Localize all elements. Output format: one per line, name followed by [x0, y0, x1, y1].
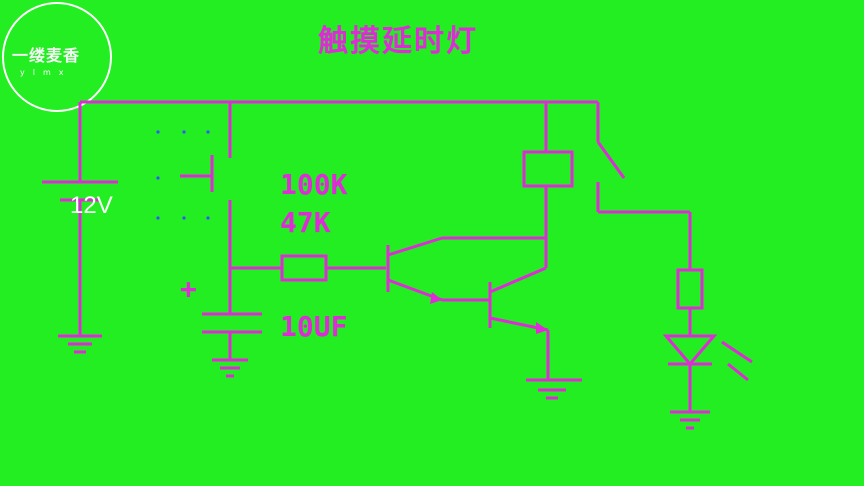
capacitor-plus-label: + [180, 272, 197, 305]
capacitor-label: 10UF [280, 310, 348, 343]
q1-emitter-arrow [430, 292, 442, 304]
resistor-47k [280, 254, 328, 282]
logo: 一缕麦香 ylmx [2, 2, 112, 112]
relay-contact-arm [596, 141, 626, 179]
relay-coil [522, 150, 574, 188]
led-ray-b [727, 362, 749, 382]
resistor-47k-label: 47K [280, 206, 331, 239]
battery-voltage-label: 12V [70, 192, 113, 219]
touch-pad-dot [156, 130, 160, 134]
q1-collector [387, 236, 443, 257]
touch-pad-dot [182, 130, 186, 134]
touch-pad-dot [182, 216, 186, 220]
q2-emitter-arrow [536, 322, 548, 334]
led-resistor [676, 268, 704, 310]
q2-collector [489, 266, 547, 294]
diagram-title: 触摸延时灯 [318, 24, 478, 59]
logo-subtext: ylmx [20, 68, 72, 77]
touch-pad-dot [206, 216, 210, 220]
resistor-100k-label: 100K [280, 168, 348, 201]
led-ray-a [721, 340, 753, 364]
touch-pad-dot [206, 130, 210, 134]
led-triangle [662, 334, 718, 367]
logo-text: 一缕麦香 [12, 46, 81, 65]
touch-pad-dot [156, 176, 160, 180]
touch-pad-dot [156, 216, 160, 220]
